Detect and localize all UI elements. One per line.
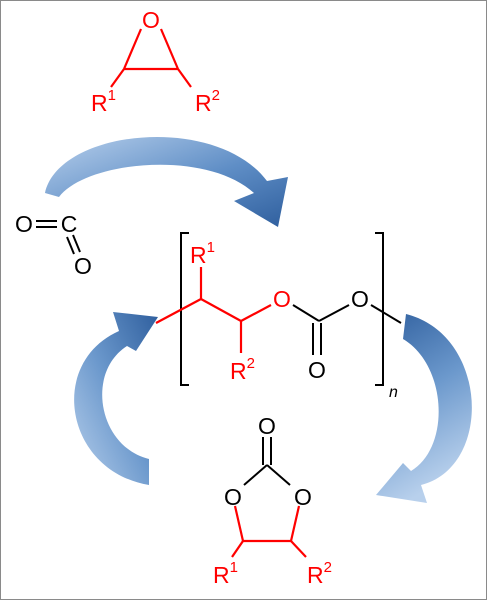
cyclic-oxygen-right-label: O	[294, 484, 312, 510]
polymer-carbonyl-oxygen-label: O	[308, 357, 326, 383]
epoxide-bond-o-c2	[159, 28, 180, 70]
co2-oxygen-bottom-label: O	[74, 253, 92, 279]
cyclic-r2-label: R2	[307, 559, 332, 588]
polymer-bond-end-c1	[155, 298, 202, 324]
co2-double-bond-line-d	[72, 234, 81, 253]
polymer-bond-o-c	[292, 304, 320, 322]
cyclic-bond-c-o-right	[266, 464, 291, 486]
cyclic-oxygen-top-label: O	[258, 413, 276, 439]
polymer-r2-label: R2	[230, 355, 255, 384]
cyclic-bond-c2-r2	[290, 540, 307, 558]
epoxide-bond-c2-r2	[177, 68, 192, 88]
repeat-index-label: n	[389, 384, 398, 401]
cyclic-carbonate: O O O R1 R2	[213, 413, 332, 588]
carbon-dioxide: O C O	[15, 211, 92, 279]
cyclic-r1-label: R1	[213, 559, 238, 588]
co2-oxygen-left-label: O	[15, 211, 33, 237]
cyclic-bond-c1-r1	[231, 540, 244, 558]
epoxide-r2-label: R2	[195, 87, 220, 116]
arrow-cyclic-to-polymer	[74, 312, 158, 485]
cyclic-bond-c-o-left	[243, 464, 268, 486]
epoxide-oxygen-label: O	[142, 7, 160, 33]
polymer-bond-o-end	[370, 304, 402, 324]
polymer-bond-c-o-right	[318, 304, 350, 322]
epoxide-bond-c1-r1	[110, 68, 125, 88]
polymer-ester-oxygen-label: O	[273, 286, 291, 312]
co2-double-bond-line-c	[66, 236, 75, 255]
polymer-right-oxygen-label: O	[351, 286, 369, 312]
polymer-bond-c1-c2	[200, 298, 242, 322]
cyclic-bond-c2-o	[289, 505, 301, 542]
right-bracket	[375, 232, 384, 386]
epoxide-bond-o-c1	[122, 28, 143, 70]
polymer-r1-label: R1	[190, 239, 215, 268]
co2-carbon-label: C	[61, 211, 78, 237]
epoxide: O R1 R2	[91, 7, 220, 116]
cyclic-oxygen-left-label: O	[224, 484, 242, 510]
arrow-polymer-to-cyclic	[376, 314, 472, 503]
epoxide-r1-label: R1	[91, 87, 116, 116]
polycarbonate: R1 R2 O O O n	[155, 232, 402, 401]
polymer-bond-c2-o	[240, 304, 272, 322]
arrow-epoxide-to-polymer	[45, 136, 288, 227]
cyclic-bond-o-c1	[233, 505, 245, 542]
